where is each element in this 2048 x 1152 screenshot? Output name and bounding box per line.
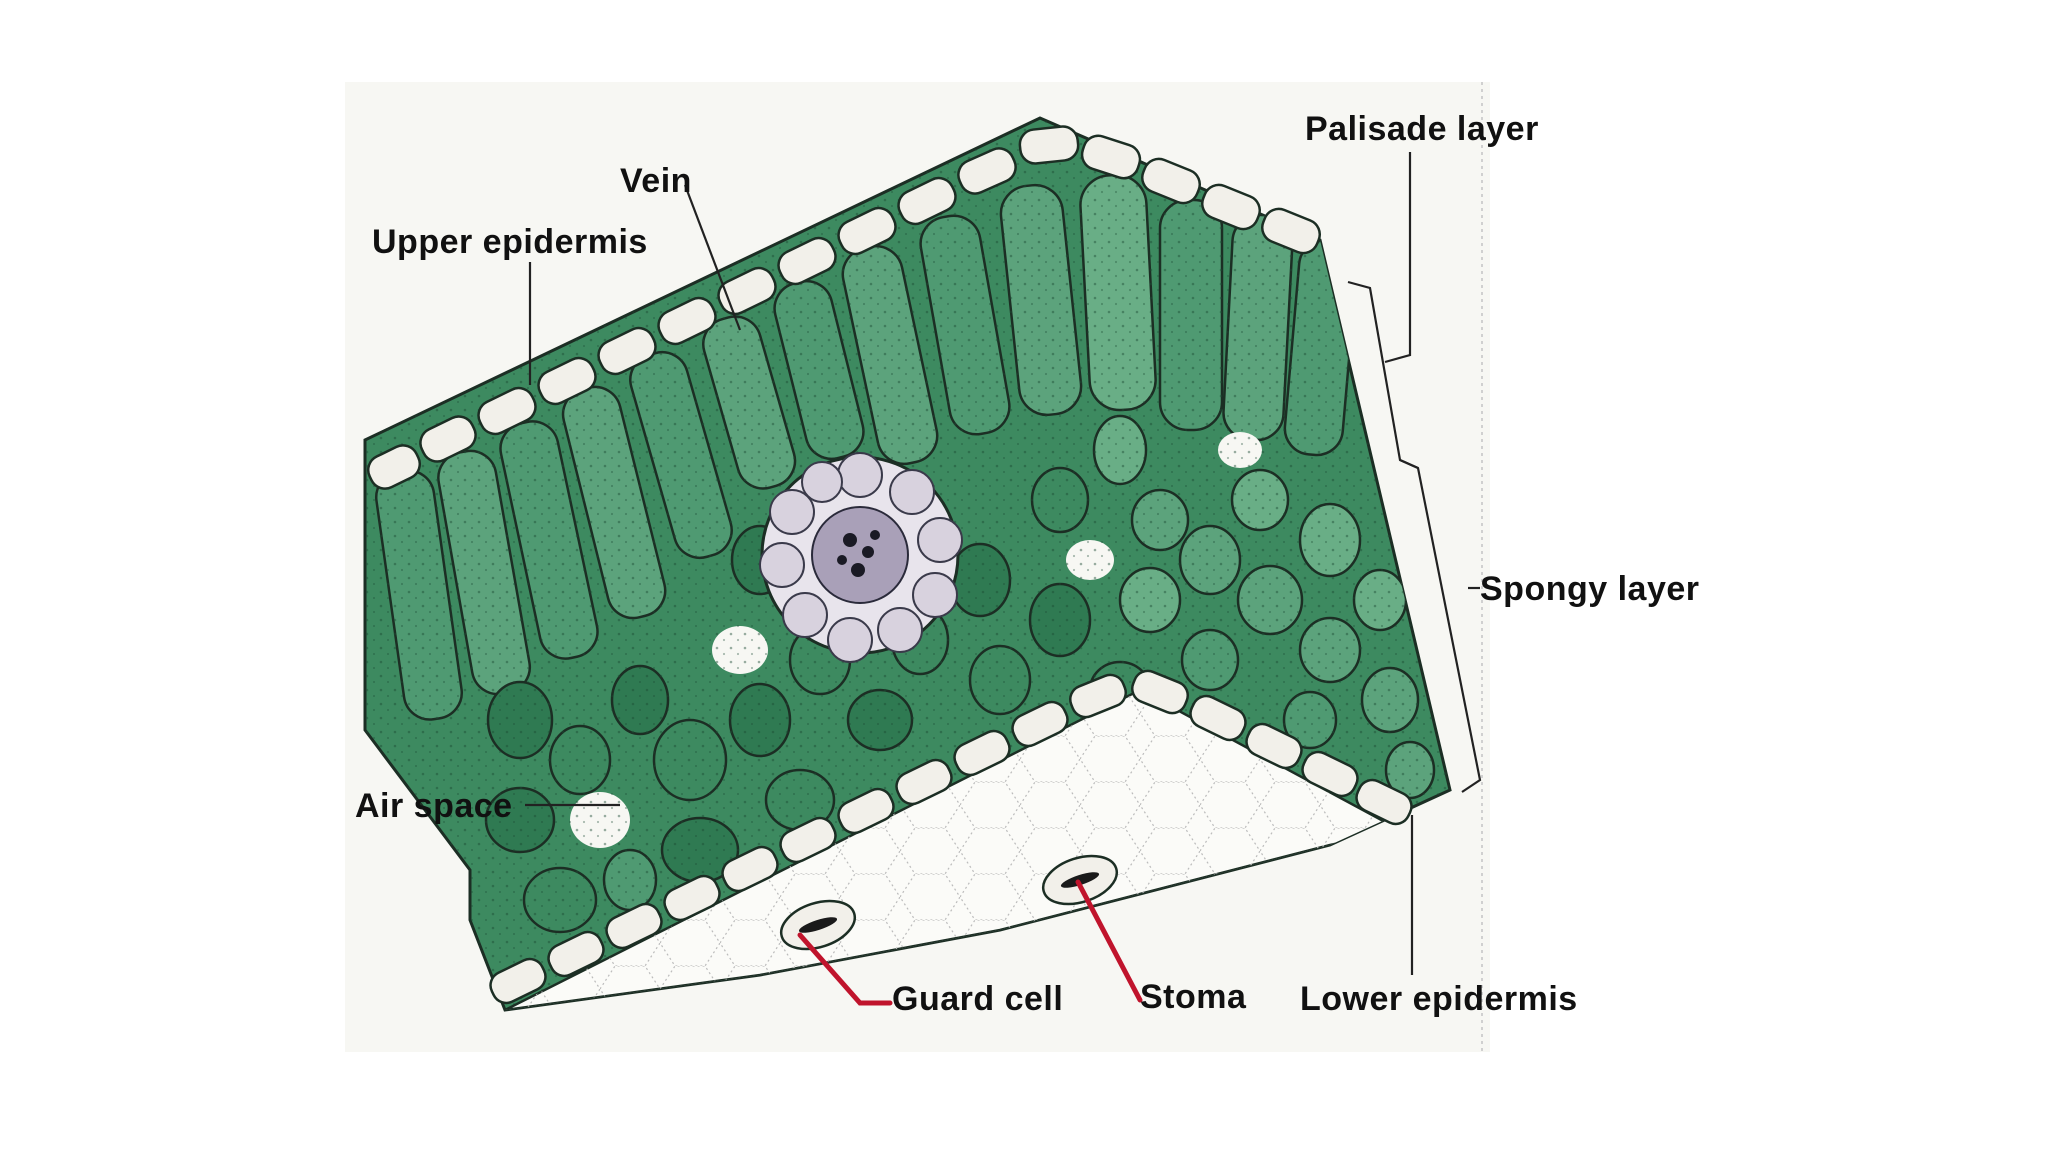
lower-epidermis-cells: [489, 669, 1413, 1005]
label-spongy-layer: Spongy layer: [1480, 570, 1700, 608]
label-palisade-layer: Palisade layer: [1305, 110, 1539, 148]
leader-vein: [683, 184, 742, 331]
stoma-right: [1041, 854, 1119, 906]
spongy-bracket: [1399, 458, 1482, 793]
label-vein: Vein: [620, 162, 692, 200]
label-stoma: Stoma: [1140, 978, 1247, 1016]
label-upper-epidermis: Upper epidermis: [372, 223, 648, 261]
upper-epidermis-cells: [366, 125, 1321, 490]
leader-stoma: [1075, 879, 1143, 1003]
vein-bundle: [759, 452, 963, 663]
label-air-space: Air space: [355, 787, 513, 825]
leader-palisade-layer: [1384, 152, 1412, 364]
label-guard-cell: Guard cell: [892, 980, 1063, 1018]
label-lower-epidermis: Lower epidermis: [1300, 980, 1578, 1018]
leader-guard-cell: [797, 932, 893, 1006]
